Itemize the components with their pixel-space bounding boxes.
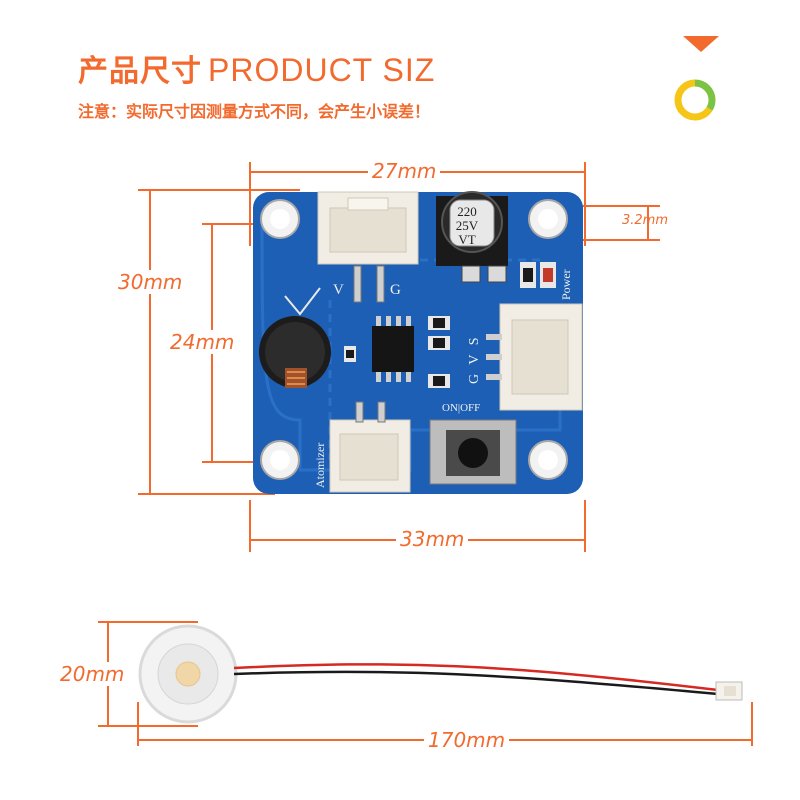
capacitor [436,191,508,283]
on-off-switch [429,419,517,485]
smd-components [344,262,556,388]
dim-width-bottom: 33mm [396,527,469,551]
inductor [259,316,331,388]
dim-atomizer-diameter: 20mm [56,662,129,686]
atomizer-connector [329,401,411,493]
silkscreen: 220 25V VT V G ON|OFF G V S Power Atomiz… [313,204,573,488]
silk-atomizer: Atomizer [313,443,327,488]
atomizer-cable [233,663,719,696]
cable-plug [715,681,743,701]
down-arrow-icon [683,36,719,52]
silk-gvs: G V S [467,334,482,384]
right-connector [486,303,583,411]
capacitor-label-2: 25V [456,218,479,233]
silk-power: Power [559,269,573,300]
ring-icon [674,79,716,121]
capacitor-label-1: 220 [457,204,477,219]
dim-hole: 3.2mm [622,213,669,228]
dim-height-outer: 30mm [114,270,187,294]
atomizer-disc [138,624,238,724]
silk-v: V [333,282,344,298]
dim-width-top: 27mm [368,159,441,183]
silk-g: G [390,282,401,298]
dim-cable-length: 170mm [424,728,510,752]
capacitor-label-3: VT [458,232,475,247]
silk-switch: ON|OFF [442,402,480,414]
dim-height-inner: 24mm [166,330,239,354]
title-chinese: 产品尺寸 [78,54,202,89]
diode-mark [284,287,321,316]
top-connector [317,191,419,303]
measurement-note: 注意：实际尺寸因测量方式不同，会产生小误差！ [78,102,431,121]
pcb-board: 220 25V VT V G ON|OFF G V S Power Atomiz… [253,191,583,494]
title-english: PRODUCT SIZ [208,52,436,88]
ic-chip [372,316,414,382]
